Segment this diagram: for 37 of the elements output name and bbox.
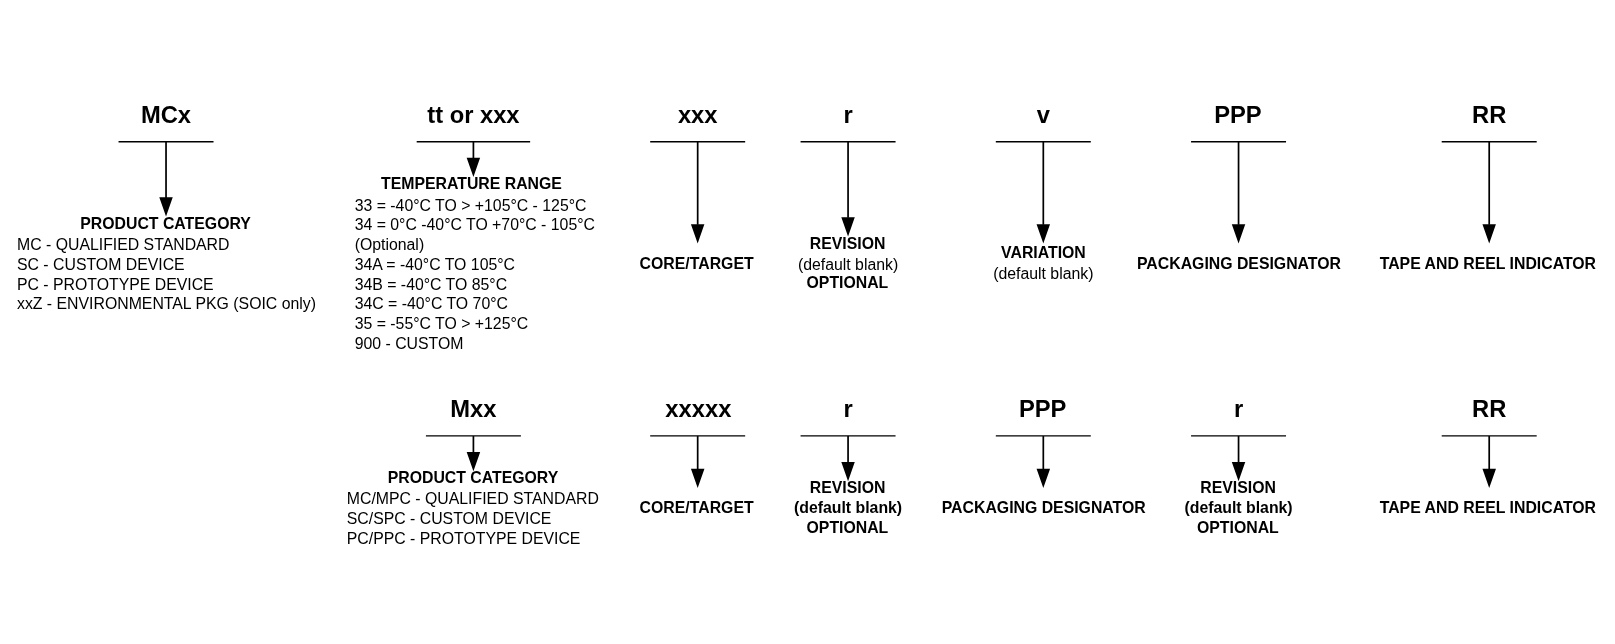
node-text: MCx <box>140 101 192 128</box>
arrow <box>1482 140 1496 243</box>
node-text: CORE/TARGET <box>639 254 754 272</box>
node-text: tt or xxx <box>427 101 520 128</box>
node-text: r <box>843 101 853 128</box>
arrow <box>690 434 705 488</box>
arrow <box>690 140 705 243</box>
node-text: REVISION (default blank) OPTIONAL <box>797 234 899 291</box>
node-text: PACKAGING DESIGNATOR <box>941 498 1146 516</box>
arrow <box>1231 140 1246 243</box>
arrow <box>1482 434 1496 488</box>
node-text: xxxxx <box>665 395 732 422</box>
node-text: TEMPERATURE RANGE 33 = -40°C TO > +105°C - 125°C 34 = 0°C -40°C TO +70°C - 105°C (Optional) 34A = -40°C TO 105°C 34B = -40°C TO 85°C 34C = -40°C TO 70°C 35 = -55°C TO > +125°C 900 - CUSTOM <box>354 174 595 352</box>
arrow <box>1036 140 1051 243</box>
node-text: VARIATION (default blank) <box>993 243 1094 282</box>
node-text: REVISION (default blank) OPTIONAL <box>793 478 903 536</box>
node-text: v <box>1036 101 1050 128</box>
node-text: PPP <box>1214 101 1262 128</box>
arrow <box>1231 434 1246 481</box>
node-text: TAPE AND REEL INDICATOR <box>1379 254 1597 272</box>
node-text: r <box>843 395 853 422</box>
node-text: xxx <box>677 101 718 128</box>
node-text: PRODUCT CATEGORY MC - QUALIFIED STANDARD SC - CUSTOM DEVICE PC - PROTOTYPE DEVICE xxZ - ENVIRONMENTAL PKG (SOIC only) <box>16 214 316 312</box>
arrow <box>841 434 855 481</box>
node-text: PPP <box>1018 395 1067 422</box>
node-text: REVISION (default blank) OPTIONAL <box>1184 478 1293 536</box>
node-text: PRODUCT CATEGORY MC/MPC - QUALIFIED STANDARD SC/SPC - CUSTOM DEVICE PC/PPC - PROTOTYPE DEVICE <box>346 468 599 547</box>
node-text: Mxx <box>450 395 497 422</box>
node-text: TAPE AND REEL INDICATOR <box>1379 498 1597 516</box>
node-text: RR <box>1472 101 1507 128</box>
node-text: r <box>1233 395 1244 422</box>
arrow <box>159 140 173 216</box>
arrow <box>841 140 855 236</box>
node-text: CORE/TARGET <box>639 498 754 516</box>
node-text: RR <box>1472 395 1507 422</box>
arrow <box>1036 434 1051 488</box>
node-text: PACKAGING DESIGNATOR <box>1136 254 1341 272</box>
